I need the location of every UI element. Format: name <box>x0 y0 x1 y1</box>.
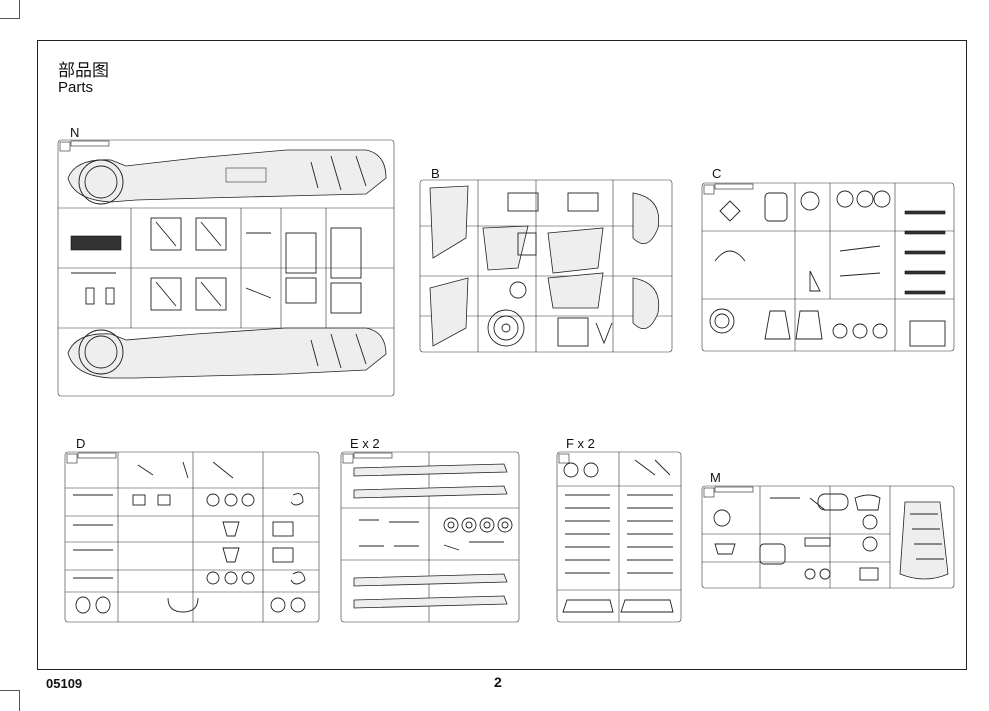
sprue-label-f: F x 2 <box>566 436 595 451</box>
sprue-label-c: C <box>712 166 722 181</box>
page-frame <box>37 40 967 670</box>
sprue-label-b: B <box>431 166 440 181</box>
sprue-label-m: M <box>710 470 721 485</box>
sprue-f-drawing <box>556 451 682 623</box>
sprue-n-drawing <box>57 139 395 397</box>
sprue-label-n: N <box>70 125 80 140</box>
crop-mark <box>0 690 20 691</box>
crop-mark <box>19 690 20 711</box>
crop-mark <box>19 0 20 19</box>
sprue-label-e: E x 2 <box>350 436 380 451</box>
sprue-e-drawing <box>340 451 520 623</box>
sprue-c-drawing <box>701 182 955 352</box>
product-code: 05109 <box>46 676 83 691</box>
crop-mark <box>0 18 20 19</box>
sprue-m-drawing <box>701 485 955 589</box>
page-title-chinese: 部品图 <box>58 61 109 81</box>
sprue-label-d: D <box>76 436 86 451</box>
page-number: 2 <box>494 674 502 690</box>
sprue-d-drawing <box>64 451 320 623</box>
page-title: Parts <box>58 79 94 96</box>
sprue-b-drawing <box>419 179 673 353</box>
